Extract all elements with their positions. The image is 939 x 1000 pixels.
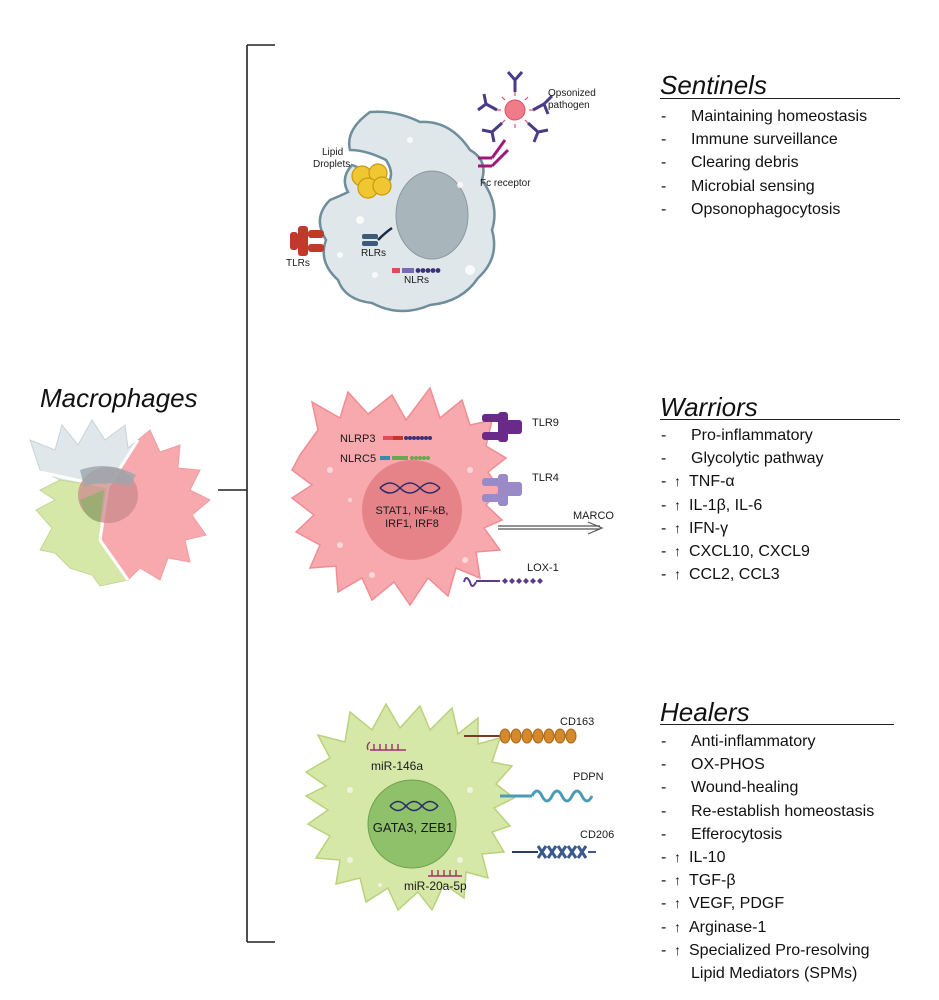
nlr-icon xyxy=(392,268,441,273)
list-item: -Wound-healing xyxy=(661,779,799,797)
main-title: Macrophages xyxy=(40,383,198,413)
dna-helix-icon xyxy=(379,482,441,494)
label-pdpn: PDPN xyxy=(573,771,604,783)
list-item: -Microbial sensing xyxy=(661,177,815,195)
label-tlr4: TLR4 xyxy=(532,472,559,484)
list-item: -↑VEGF, PDGF xyxy=(661,892,874,915)
nlrp3-icon xyxy=(383,436,432,440)
list-item: -Opsonophagocytosis xyxy=(661,200,841,218)
label-warrior-nucleus-2: IRF1, IRF8 xyxy=(385,518,439,530)
label-healer-nucleus: GATA3, ZEB1 xyxy=(373,820,453,835)
up-arrow-icon: ↑ xyxy=(674,543,681,560)
up-arrow-icon: ↑ xyxy=(674,895,681,912)
summary-macrophage xyxy=(29,419,211,587)
bracket xyxy=(218,44,275,943)
up-arrow-icon: ↑ xyxy=(674,519,681,536)
healers-rule xyxy=(660,724,894,725)
label-lox1: LOX-1 xyxy=(527,562,559,574)
label-rlrs: RLRs xyxy=(361,248,386,259)
cd206-receptor-icon xyxy=(512,845,596,859)
list-item: -↑IL-10 xyxy=(661,846,874,869)
list-item: -↑TGF-β xyxy=(661,869,874,892)
up-arrow-icon: ↑ xyxy=(674,849,681,866)
label-mir20a: miR-20a-5p xyxy=(404,879,467,893)
mir146a-icon xyxy=(366,741,406,751)
label-warrior-nucleus-1: STAT1, NF-kB, xyxy=(376,505,449,517)
label-marco: MARCO xyxy=(573,510,614,522)
tlr9-receptor-icon xyxy=(482,412,522,442)
sentinels-title: Sentinels xyxy=(660,70,767,100)
list-item: -Glycolytic pathway xyxy=(661,450,824,468)
up-arrow-icon: ↑ xyxy=(674,496,681,513)
warriors-list: -Pro-inflammatory -Glycolytic pathway -↑… xyxy=(661,424,824,586)
tlr-receptor-icon xyxy=(290,226,324,256)
list-item: -↑CXCL10, CXCL9 xyxy=(661,540,824,563)
label-lipid-1: Lipid xyxy=(322,147,343,158)
list-item: -↑IL-1β, IL-6 xyxy=(661,494,824,517)
label-cd206: CD206 xyxy=(580,829,614,841)
up-arrow-icon: ↑ xyxy=(674,941,681,958)
list-item: -Immune surveillance xyxy=(661,131,838,149)
list-item: -↑Specialized Pro-resolving xyxy=(661,939,874,962)
label-cd163: CD163 xyxy=(560,716,594,728)
label-tlrs: TLRs xyxy=(286,258,310,269)
dna-helix-icon xyxy=(389,800,439,812)
list-item: -Clearing debris xyxy=(661,154,799,172)
list-item: -Anti-inflammatory xyxy=(661,733,816,750)
healers-list: -Anti-inflammatory -OX-PHOS -Wound-heali… xyxy=(661,730,874,985)
mir20a-icon xyxy=(428,870,462,877)
list-item: -↑IFN-γ xyxy=(661,517,824,540)
up-arrow-icon: ↑ xyxy=(674,918,681,935)
label-opsonized-2: pathogen xyxy=(548,100,590,111)
list-item: -↑TNF-α xyxy=(661,470,824,493)
cd163-receptor-icon xyxy=(464,728,577,744)
label-nlrc5: NLRC5 xyxy=(340,453,376,465)
list-item: -Re-establish homeostasis xyxy=(661,802,875,820)
sentinel-macrophage: Opsonized pathogen Lipid Droplets Fc rec… xyxy=(286,71,596,313)
list-item: -OX-PHOS xyxy=(661,756,765,774)
label-lipid-2: Droplets xyxy=(313,159,350,170)
up-arrow-icon: ↑ xyxy=(674,566,681,583)
label-nlrp3: NLRP3 xyxy=(340,433,375,445)
sentinel-nucleus xyxy=(395,170,469,260)
healer-macrophage: CD163 PDPN CD206 miR-146a miR-20a-5p GAT… xyxy=(304,702,614,912)
lipid-droplets xyxy=(351,163,392,199)
sentinels-list: -Maintaining homeostasis -Immune surveil… xyxy=(661,105,867,221)
rlr-icon xyxy=(362,226,393,246)
label-opsonized-1: Opsonized xyxy=(548,88,596,99)
sentinels-rule xyxy=(660,98,900,99)
up-arrow-icon: ↑ xyxy=(674,473,681,490)
label-mir146a: miR-146a xyxy=(371,759,423,773)
opsonized-pathogen-icon xyxy=(477,71,554,143)
warriors-title: Warriors xyxy=(660,392,758,422)
healers-title: Healers xyxy=(660,697,750,727)
warriors-rule xyxy=(660,419,900,420)
warrior-macrophage: NLRP3 NLRC5 TLR9 TLR4 MARCO LOX-1 STAT1,… xyxy=(290,386,614,607)
up-arrow-icon: ↑ xyxy=(674,872,681,889)
list-item: -Maintaining homeostasis xyxy=(661,108,868,125)
label-tlr9: TLR9 xyxy=(532,417,559,429)
label-fc-receptor: Fc receptor xyxy=(480,178,531,189)
marco-receptor-icon xyxy=(498,521,604,535)
nlrc5-icon xyxy=(380,456,430,460)
list-item: -Efferocytosis xyxy=(661,825,783,843)
list-item: Lipid Mediators (SPMs) xyxy=(691,965,858,983)
label-nlrs: NLRs xyxy=(404,275,429,286)
tlr4-receptor-icon xyxy=(482,474,522,506)
list-item: -Pro-inflammatory xyxy=(661,427,813,444)
list-item: -↑CCL2, CCL3 xyxy=(661,563,824,586)
fc-receptor-icon xyxy=(478,139,510,168)
lox1-receptor-icon xyxy=(463,577,543,587)
list-item: -↑Arginase-1 xyxy=(661,916,874,939)
pdpn-receptor-icon xyxy=(500,789,594,803)
